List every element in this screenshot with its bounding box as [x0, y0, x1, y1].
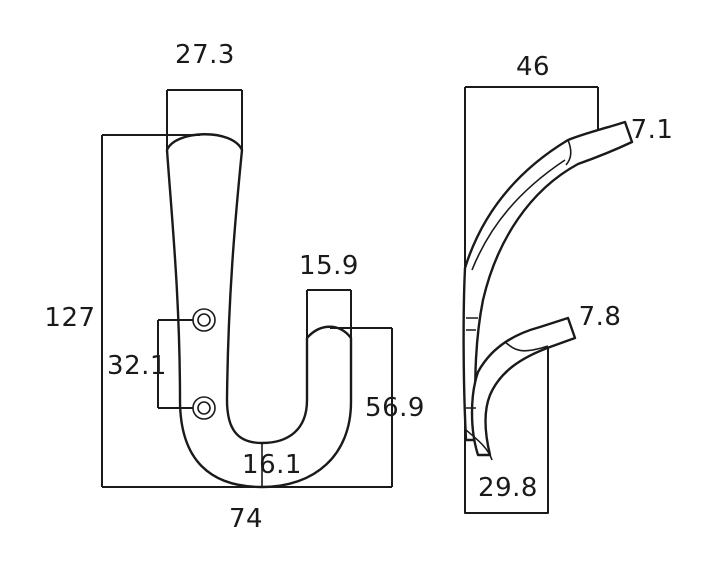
dim-label-16-1: 16.1 [242, 450, 302, 480]
dim-label-127: 127 [44, 303, 95, 333]
dim-front-bottom-thickness: 16.1 [242, 443, 302, 487]
dim-label-32-1: 32.1 [107, 351, 167, 381]
side-upper-arm-edge [471, 159, 566, 271]
dim-label-56-9: 56.9 [365, 393, 425, 423]
side-upper-arm [462, 120, 634, 442]
dim-front-right-height: 56.9 [262, 327, 425, 488]
hook-body-front [165, 133, 353, 489]
front-view: 27.3 127 32.1 15. [44, 40, 425, 534]
dim-front-total-height: 127 [44, 134, 262, 488]
dim-label-7-1: 7.1 [631, 115, 674, 145]
dim-front-top-width: 27.3 [166, 40, 243, 150]
dim-front-right-width: 15.9 [299, 251, 359, 338]
dim-label-46: 46 [516, 52, 550, 82]
dim-label-15-9: 15.9 [299, 251, 359, 281]
side-lower-arm [470, 316, 577, 457]
dim-label-74: 74 [229, 504, 263, 534]
side-lower-arm-root [465, 429, 493, 461]
dim-label-7-8: 7.8 [579, 302, 622, 332]
side-upper-arm-tip [565, 139, 572, 166]
dim-label-27-3: 27.3 [175, 40, 235, 70]
dim-label-29-8: 29.8 [478, 473, 538, 503]
side-lower-arm-tip [504, 341, 549, 352]
dim-screw-spacing: 32.1 [107, 319, 193, 409]
side-mount-detail [466, 317, 478, 409]
side-view: 46 7.1 7.8 29.8 [462, 52, 674, 514]
